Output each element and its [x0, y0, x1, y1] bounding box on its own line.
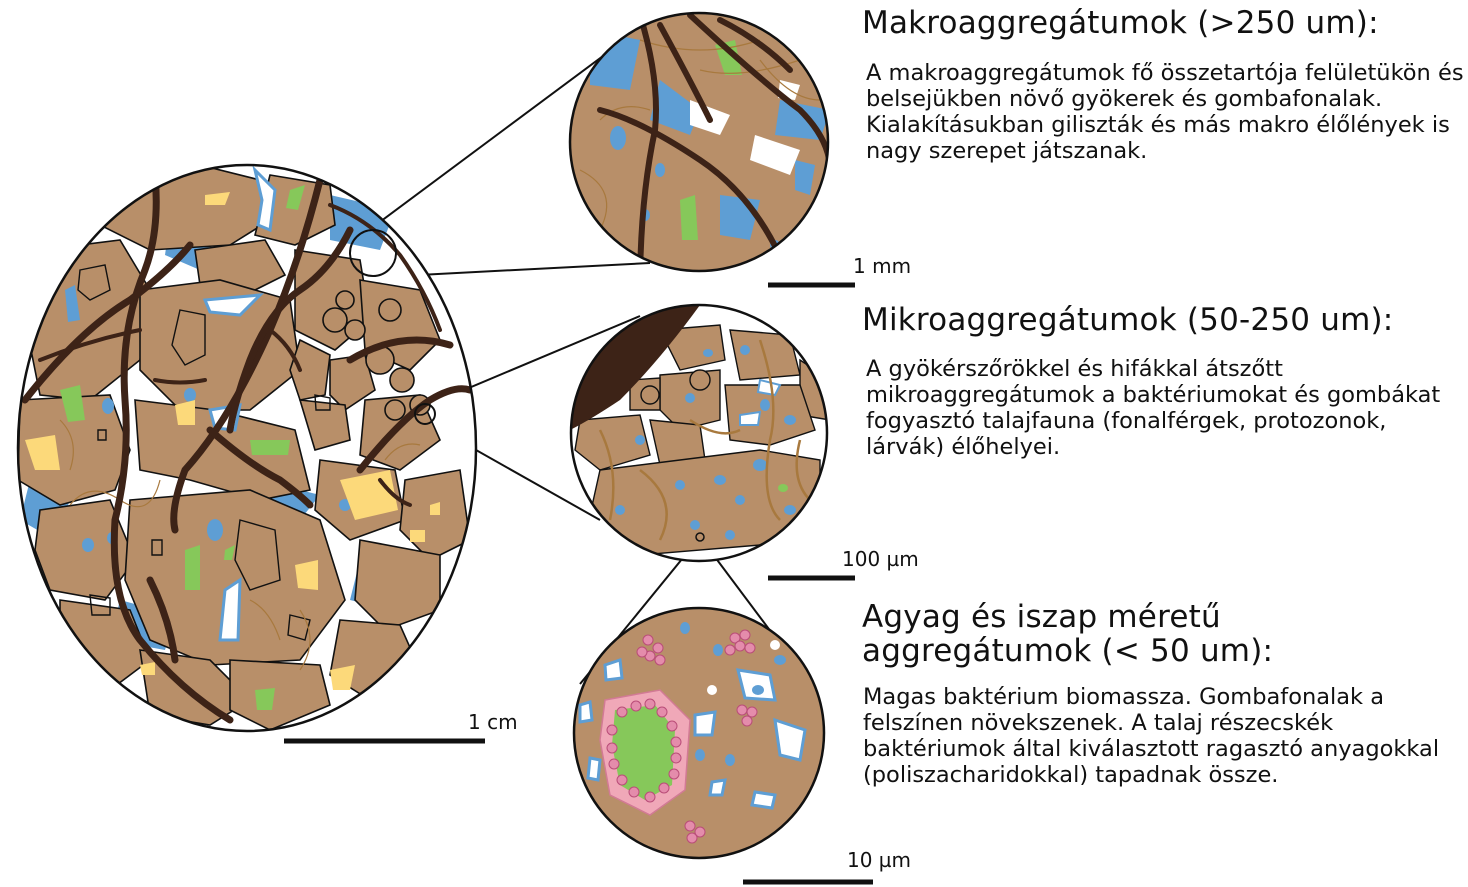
scale-label-100um: 100 µm: [842, 547, 919, 571]
heading-clay: Agyag és iszap méretű aggregátumok (< 50…: [862, 600, 1422, 668]
heading-micro: Mikroaggregátumok (50-250 um):: [862, 303, 1393, 337]
text-micro: A gyökérszőrökkel és hifákkal átszőtt mi…: [866, 356, 1466, 460]
text-macro: A makroaggregátumok fő összetartója felü…: [866, 60, 1466, 164]
text-clay: Magas baktérium biomassza. Gombafonalak …: [863, 684, 1463, 788]
heading-macro: Makroaggregátumok (>250 um):: [862, 6, 1379, 40]
zoom-circle-1mm: [570, 13, 830, 290]
scale-label-1cm: 1 cm: [468, 710, 518, 734]
scale-label-10um: 10 µm: [847, 848, 911, 872]
zoom-circle-10um: [574, 608, 824, 858]
scale-label-1mm: 1 mm: [853, 254, 911, 278]
